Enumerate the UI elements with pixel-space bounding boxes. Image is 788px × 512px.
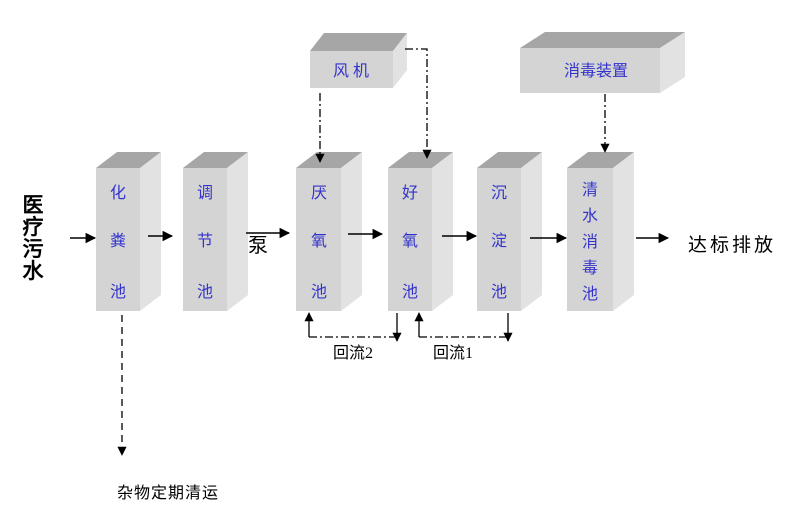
tank-septic-label: 化 — [110, 184, 126, 202]
tank-side-face — [613, 152, 634, 311]
device-fan-label: 风 机 — [333, 62, 369, 80]
tank-side-face — [521, 152, 542, 311]
tank-top-face — [183, 152, 248, 168]
device-front-face — [520, 48, 660, 93]
sludge-removal-note: 杂物定期清运 — [117, 484, 219, 502]
tank-front-face — [567, 168, 613, 311]
device-disinfector: 消毒装置 — [520, 32, 685, 93]
tank-front-face — [96, 168, 140, 311]
tank-clean-water-label: 消 — [582, 233, 598, 251]
text-labels: 医 疗 污 水 泵 达标排放 回流2 回流1 杂物定期清运 — [23, 193, 776, 502]
tank-side-face — [341, 152, 362, 311]
tank-side-face — [140, 152, 161, 311]
tank-front-face — [296, 168, 341, 311]
tank-septic-label: 粪 — [110, 232, 126, 250]
tank-front-face — [477, 168, 521, 311]
device-side-face — [393, 33, 407, 88]
reflux2-label: 回流2 — [333, 344, 373, 362]
tank-regulation-label: 节 — [197, 232, 213, 250]
tank-top-face — [296, 152, 362, 168]
tank-anaerobic: 厌 氧 池 — [296, 152, 362, 311]
device-disinfector-label: 消毒装置 — [564, 62, 628, 80]
tank-anaerobic-label: 氧 — [311, 232, 327, 250]
tank-aerobic-label: 池 — [402, 283, 418, 301]
tank-front-face — [388, 168, 432, 311]
tank-aerobic-label: 好 — [402, 184, 418, 202]
tank-side-face — [227, 152, 248, 311]
tank-clean-water-label: 水 — [582, 207, 598, 225]
tank-sedimentation-label: 池 — [491, 283, 507, 301]
tank-top-face — [567, 152, 634, 168]
tank-septic-label: 池 — [110, 283, 126, 301]
tank-aerobic: 好 氧 池 — [388, 152, 453, 311]
device-top-face — [520, 32, 685, 48]
tank-clean-water-label: 清 — [582, 181, 598, 199]
tank-clean-water-label: 毒 — [582, 259, 598, 277]
device-fan: 风 机 — [310, 33, 407, 88]
device-front-face — [310, 51, 393, 88]
tank-front-face — [183, 168, 227, 311]
input-label: 医 — [23, 193, 44, 217]
tank-anaerobic-label: 厌 — [311, 185, 327, 202]
service-lines — [117, 48, 610, 456]
tank-regulation-label: 调 — [197, 184, 213, 202]
tank-regulation-label: 池 — [197, 283, 213, 301]
tank-top-face — [388, 152, 453, 168]
tank-side-face — [432, 152, 453, 311]
tank-aerobic-label: 氧 — [402, 232, 418, 250]
flow-arrows — [70, 227, 670, 342]
tank-septic: 化 粪 池 — [96, 152, 161, 311]
tank-sedimentation: 沉 淀 池 — [477, 152, 542, 311]
pump-label: 泵 — [248, 235, 268, 257]
output-label: 达标排放 — [688, 234, 776, 256]
tank-top-face — [477, 152, 542, 168]
device-side-face — [660, 32, 685, 93]
tank-sedimentation-label: 沉 — [491, 184, 507, 202]
input-label: 疗 — [23, 215, 44, 239]
tank-anaerobic-label: 池 — [311, 283, 327, 301]
tank-clean-water-label: 池 — [582, 285, 598, 303]
tank-regulation: 调 节 池 — [183, 152, 248, 311]
line-fan-to-aerobic — [405, 48, 432, 159]
reflux1-label: 回流1 — [433, 344, 473, 362]
tank-top-face — [96, 152, 161, 168]
input-label: 水 — [23, 259, 45, 283]
tank-clean-water: 清 水 消 毒 池 — [567, 152, 634, 311]
tank-sedimentation-label: 淀 — [491, 232, 507, 250]
input-label: 污 — [23, 237, 44, 261]
device-top-face — [310, 33, 407, 51]
